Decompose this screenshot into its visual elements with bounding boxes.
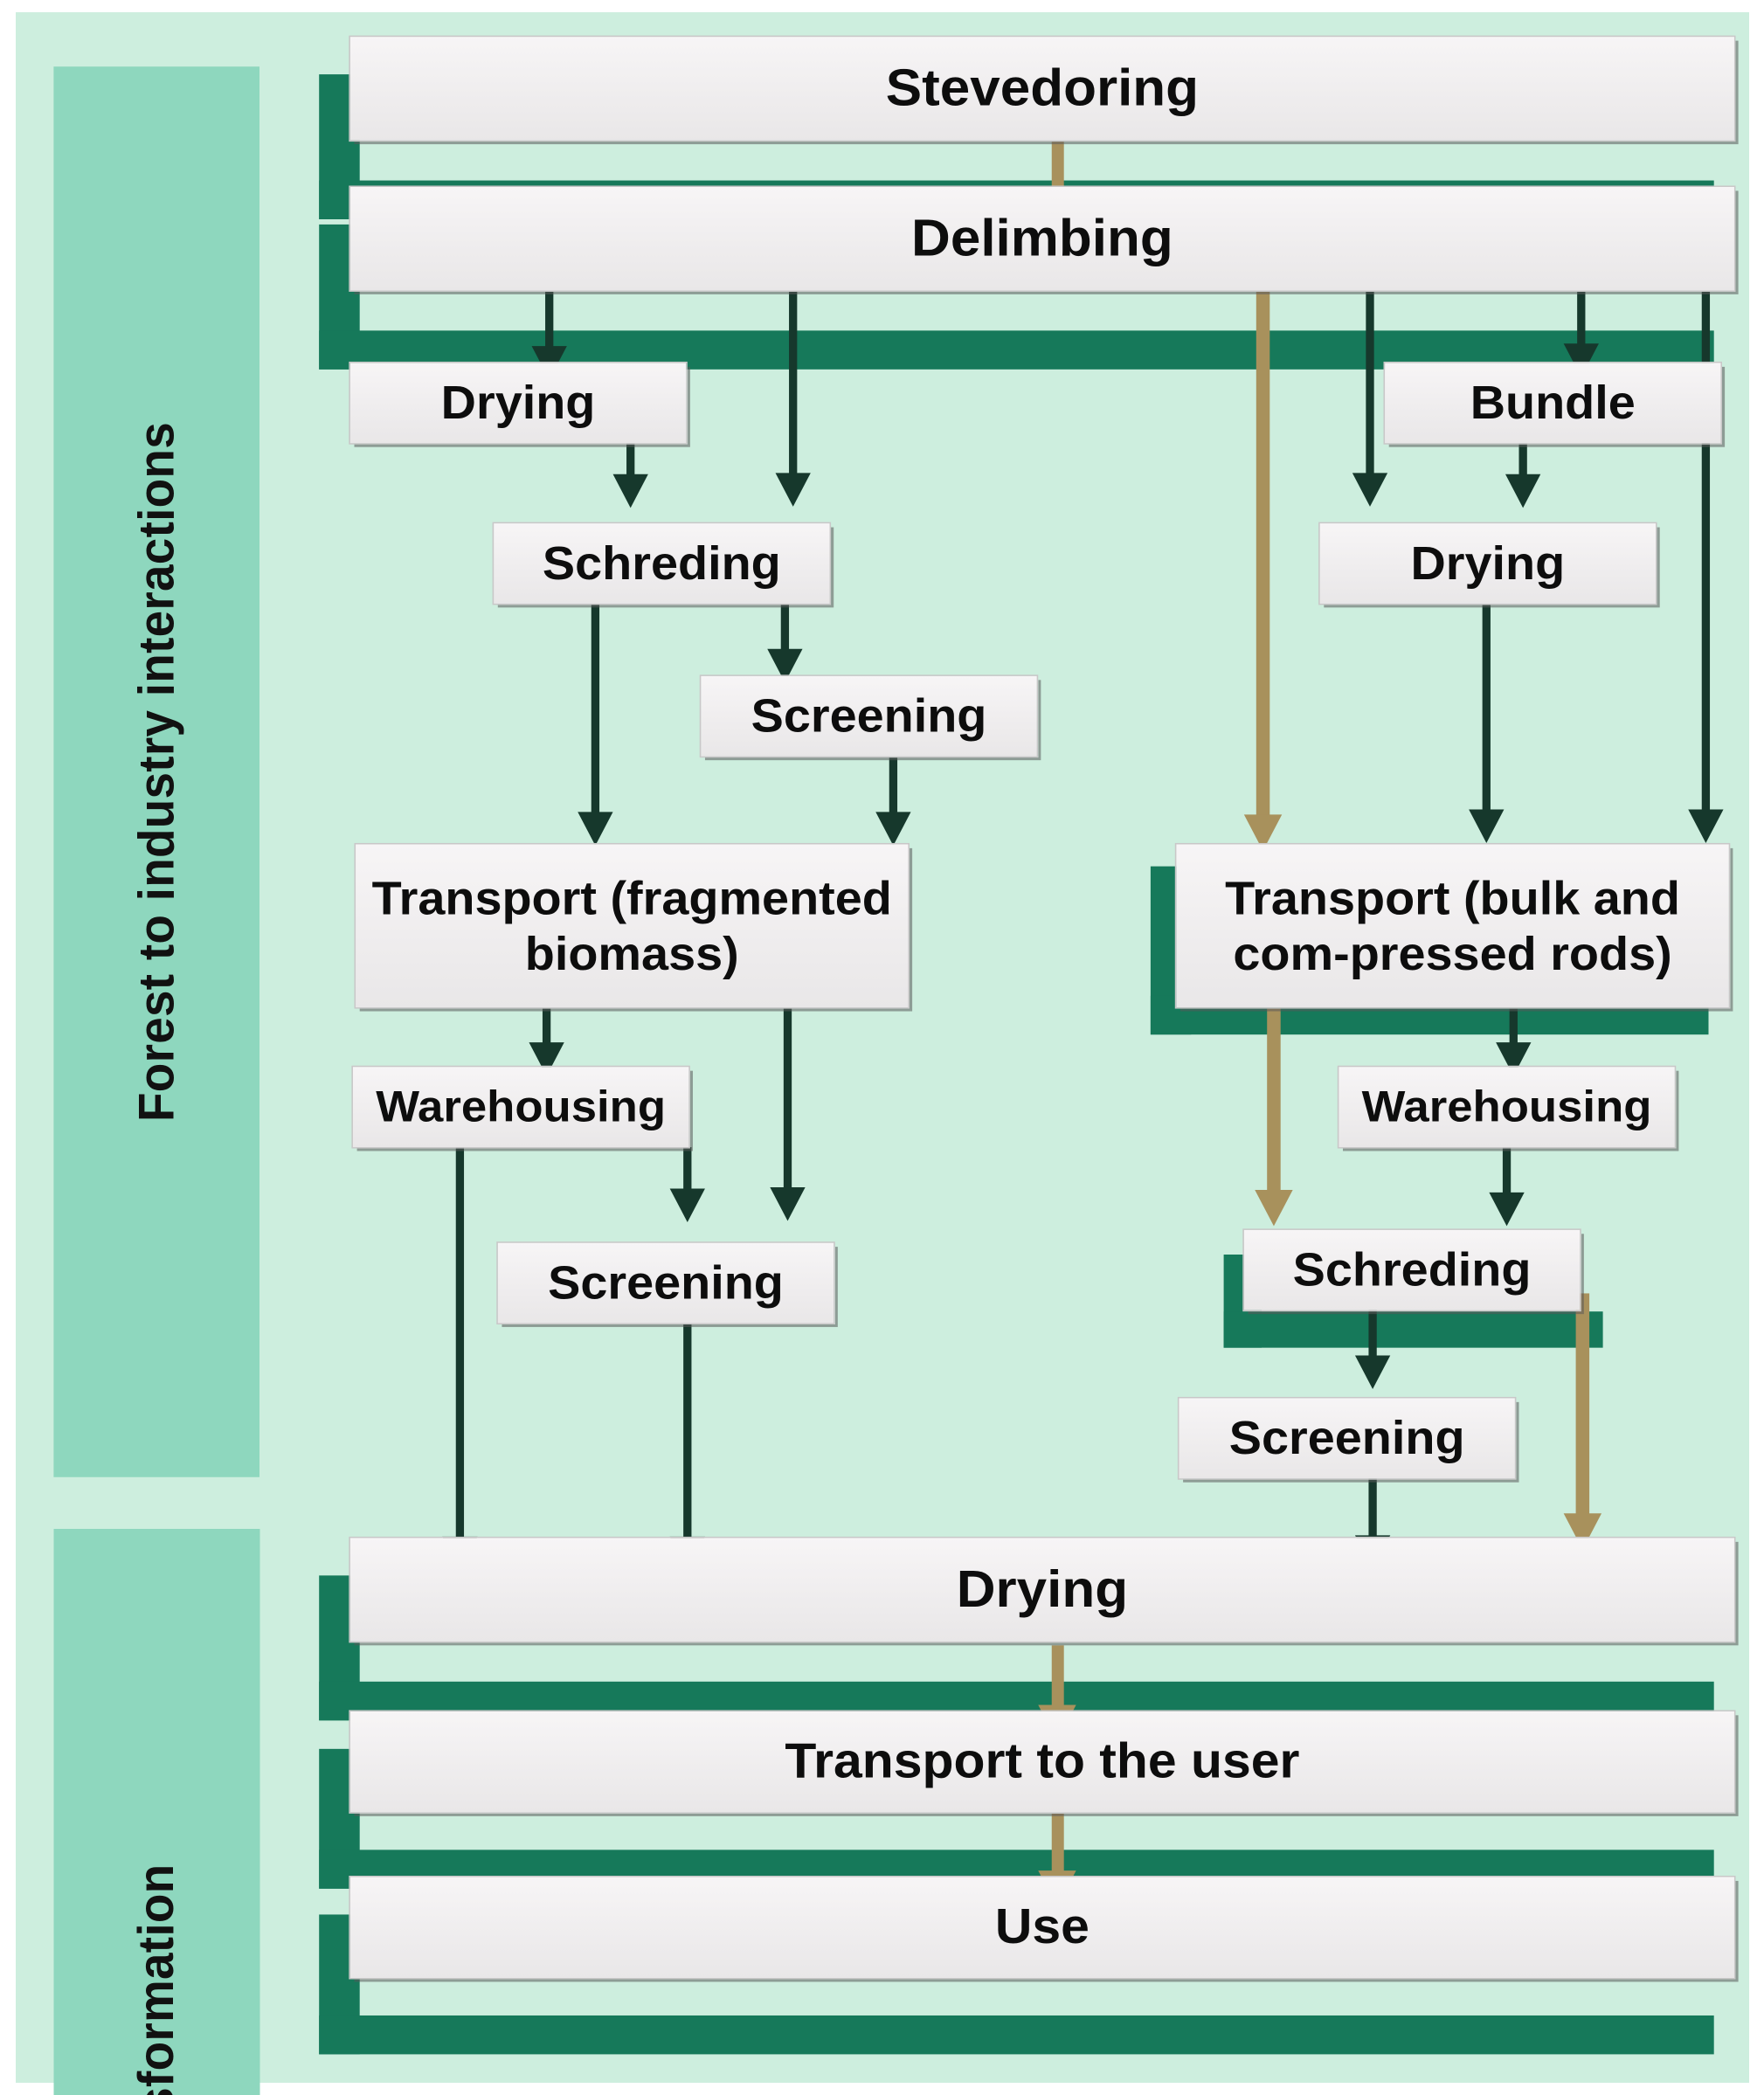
- edge-screening-1-transport-head: [875, 812, 911, 846]
- edge-drying-bottom-transport-user: [1051, 1645, 1064, 1711]
- node-transport-user-label: Transport to the user: [785, 1733, 1300, 1789]
- edge-delimbing-transport-bulk: [1701, 291, 1711, 820]
- node-delimbing[interactable]: Delimbing: [349, 185, 1736, 292]
- node-bundle[interactable]: Bundle: [1383, 361, 1722, 445]
- node-transport-bulk-label: Transport (bulk and com-pressed rods): [1225, 871, 1680, 980]
- edge-stevedoring-delimbing: [1051, 142, 1064, 200]
- edge-schreding-right-screening-right-head: [1354, 1355, 1391, 1390]
- node-screening-left-2-label: Screening: [548, 1255, 784, 1310]
- node-stevedoring[interactable]: Stevedoring: [349, 35, 1736, 142]
- edge-delimbing-drying-right: [1366, 291, 1374, 484]
- node-schreding-left[interactable]: Schreding: [492, 522, 832, 605]
- stage-label-transformation: Transformation: [128, 1863, 184, 2095]
- edge-delimbing-transport-bulk-tan: [1256, 291, 1270, 823]
- node-drying-left[interactable]: Drying: [349, 361, 688, 445]
- edge-schreding-transport-fragmented-head: [578, 812, 613, 846]
- edge-transport-bulk-warehousing-right: [1509, 1008, 1518, 1053]
- node-screening-left-1[interactable]: Screening: [699, 674, 1039, 758]
- node-screening-left-1-label: Screening: [751, 688, 987, 743]
- node-schreding-right[interactable]: Schreding: [1242, 1228, 1581, 1312]
- edge-screening-2-drying-bottom: [683, 1323, 692, 1549]
- edge-drying-left-schreding: [626, 443, 635, 485]
- edge-drying-left-schreding-head: [612, 474, 648, 508]
- node-screening-left-2[interactable]: Screening: [496, 1241, 835, 1324]
- edge-transport-bulk-schreding-right-tan-head: [1255, 1189, 1293, 1227]
- node-schreding-left-label: Schreding: [542, 536, 781, 590]
- node-drying-left-label: Drying: [440, 376, 596, 429]
- node-transport-fragmented[interactable]: Transport (fragmented biomass): [354, 842, 910, 1009]
- node-use[interactable]: Use: [349, 1876, 1736, 1980]
- node-screening-right-label: Screening: [1228, 1411, 1465, 1464]
- node-warehousing-right[interactable]: Warehousing: [1337, 1065, 1677, 1149]
- node-screening-right[interactable]: Screening: [1177, 1396, 1517, 1480]
- node-warehousing-left[interactable]: Warehousing: [351, 1065, 690, 1149]
- edge-drying-right-transport-bulk-head: [1469, 809, 1505, 843]
- edge-transport-frag-screening-2: [783, 1008, 792, 1198]
- edge-warehousing-right-schreding-right: [1502, 1147, 1512, 1205]
- node-drying-bottom-label: Drying: [956, 1560, 1129, 1618]
- edge-transport-frag-screening-2-head: [770, 1186, 806, 1221]
- edge-transport-frag-warehousing: [542, 1008, 551, 1053]
- edge-schreding-right-drying-bottom-tan: [1575, 1293, 1590, 1525]
- edge-delimbing-drying-right-head: [1352, 473, 1388, 507]
- node-transport-fragmented-label: Transport (fragmented biomass): [371, 871, 892, 980]
- node-warehousing-left-label: Warehousing: [376, 1082, 667, 1131]
- edge-delimbing-transport-bulk-head: [1688, 809, 1724, 843]
- node-transport-bulk[interactable]: Transport (bulk and com-pressed rods): [1174, 842, 1731, 1009]
- edge-delimbing-bundle: [1577, 291, 1586, 355]
- edge-bundle-drying-right-head: [1505, 474, 1541, 508]
- stage-band-transformation: Transformation: [53, 1529, 260, 2095]
- shadow-schreding-right-h: [1223, 1311, 1603, 1348]
- node-warehousing-right-label: Warehousing: [1361, 1082, 1652, 1131]
- edge-screening-1-transport: [889, 757, 898, 823]
- node-schreding-right-label: Schreding: [1292, 1242, 1532, 1296]
- stage-label-forest-to-industry: Forest to industry interactions: [128, 422, 184, 1122]
- edge-warehousing-left-screening-2-head: [669, 1188, 705, 1222]
- node-use-label: Use: [994, 1899, 1090, 1954]
- node-bundle-label: Bundle: [1470, 376, 1636, 429]
- edge-schreding-right-screening-right: [1368, 1310, 1377, 1365]
- node-transport-user[interactable]: Transport to the user: [349, 1710, 1736, 1814]
- stage-band-forest-to-industry: Forest to industry interactions: [53, 66, 260, 1477]
- edge-delimbing-schreding-left-head: [775, 473, 811, 507]
- diagram-plate: Forest to industry interactions Transfor…: [16, 12, 1749, 2095]
- node-stevedoring-label: Stevedoring: [885, 59, 1200, 117]
- edge-transport-user-use: [1051, 1813, 1064, 1876]
- edge-drying-right-transport-bulk: [1482, 605, 1491, 820]
- edge-schreding-screening-1: [780, 603, 790, 659]
- edge-screening-right-drying-bottom: [1368, 1478, 1377, 1546]
- edge-schreding-transport-fragmented: [591, 603, 600, 821]
- edge-bundle-drying-right: [1518, 443, 1527, 485]
- edge-delimbing-drying-left: [545, 291, 554, 356]
- edge-warehousing-left-screening-2: [683, 1147, 692, 1200]
- node-drying-right[interactable]: Drying: [1318, 522, 1657, 605]
- node-drying-bottom[interactable]: Drying: [349, 1536, 1736, 1643]
- node-drying-right-label: Drying: [1410, 536, 1566, 590]
- node-delimbing-label: Delimbing: [911, 209, 1173, 267]
- edge-warehousing-right-schreding-right-head: [1489, 1192, 1525, 1227]
- edge-warehousing-left-drying-bottom: [455, 1147, 465, 1549]
- edge-transport-bulk-schreding-right-tan: [1267, 1008, 1281, 1200]
- shadow-use-h: [319, 2015, 1714, 2055]
- edge-delimbing-schreding-left: [789, 291, 798, 484]
